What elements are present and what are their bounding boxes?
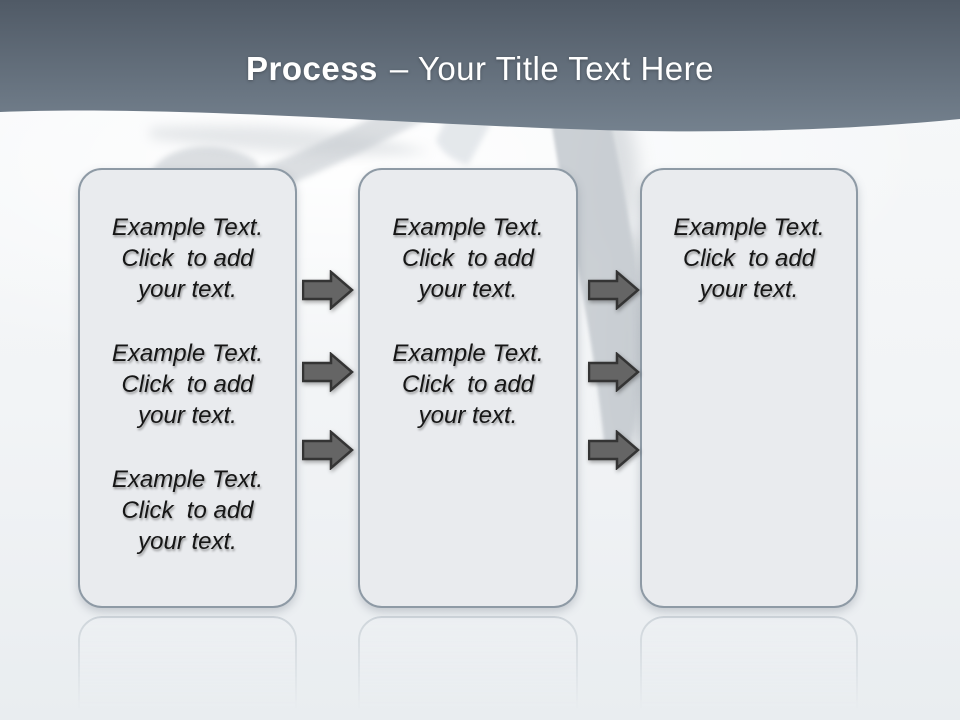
diagonal-ribbon-shape: [543, 62, 638, 457]
text-placeholder[interactable]: Example Text. Click to add your text.: [392, 214, 544, 303]
title-keyword: Process: [245, 50, 378, 87]
header-wave: [0, 0, 960, 132]
right-arrow-icon[interactable]: [588, 352, 640, 392]
right-arrow-icon[interactable]: [302, 430, 354, 470]
process-box-2[interactable]: Example Text. Click to add your text. Ex…: [358, 168, 578, 608]
title-subtitle: – Your Title Text Here: [389, 50, 715, 87]
box-reflection-3: [640, 616, 858, 720]
process-box-1[interactable]: Example Text. Click to add your text. Ex…: [78, 168, 297, 608]
right-arrow-icon[interactable]: [302, 270, 354, 310]
box-reflection-1: [78, 616, 297, 720]
right-arrow-icon[interactable]: [302, 352, 354, 392]
header-band-shape: [0, 0, 960, 132]
text-placeholder[interactable]: Example Text. Click to add your text.: [392, 340, 544, 429]
text-placeholder[interactable]: Example Text. Click to add your text.: [111, 340, 264, 429]
slide-title[interactable]: Process – Your Title Text Here: [0, 50, 960, 88]
right-arrow-icon[interactable]: [588, 430, 640, 470]
right-arrow-icon[interactable]: [588, 270, 640, 310]
box-reflection-2: [358, 616, 578, 720]
text-placeholder[interactable]: Example Text. Click to add your text.: [111, 466, 264, 555]
text-placeholder[interactable]: Example Text. Click to add your text.: [673, 214, 825, 303]
process-box-3[interactable]: Example Text. Click to add your text.: [640, 168, 858, 608]
text-placeholder[interactable]: Example Text. Click to add your text.: [111, 214, 264, 303]
wave-soft-shadow: [150, 125, 430, 156]
